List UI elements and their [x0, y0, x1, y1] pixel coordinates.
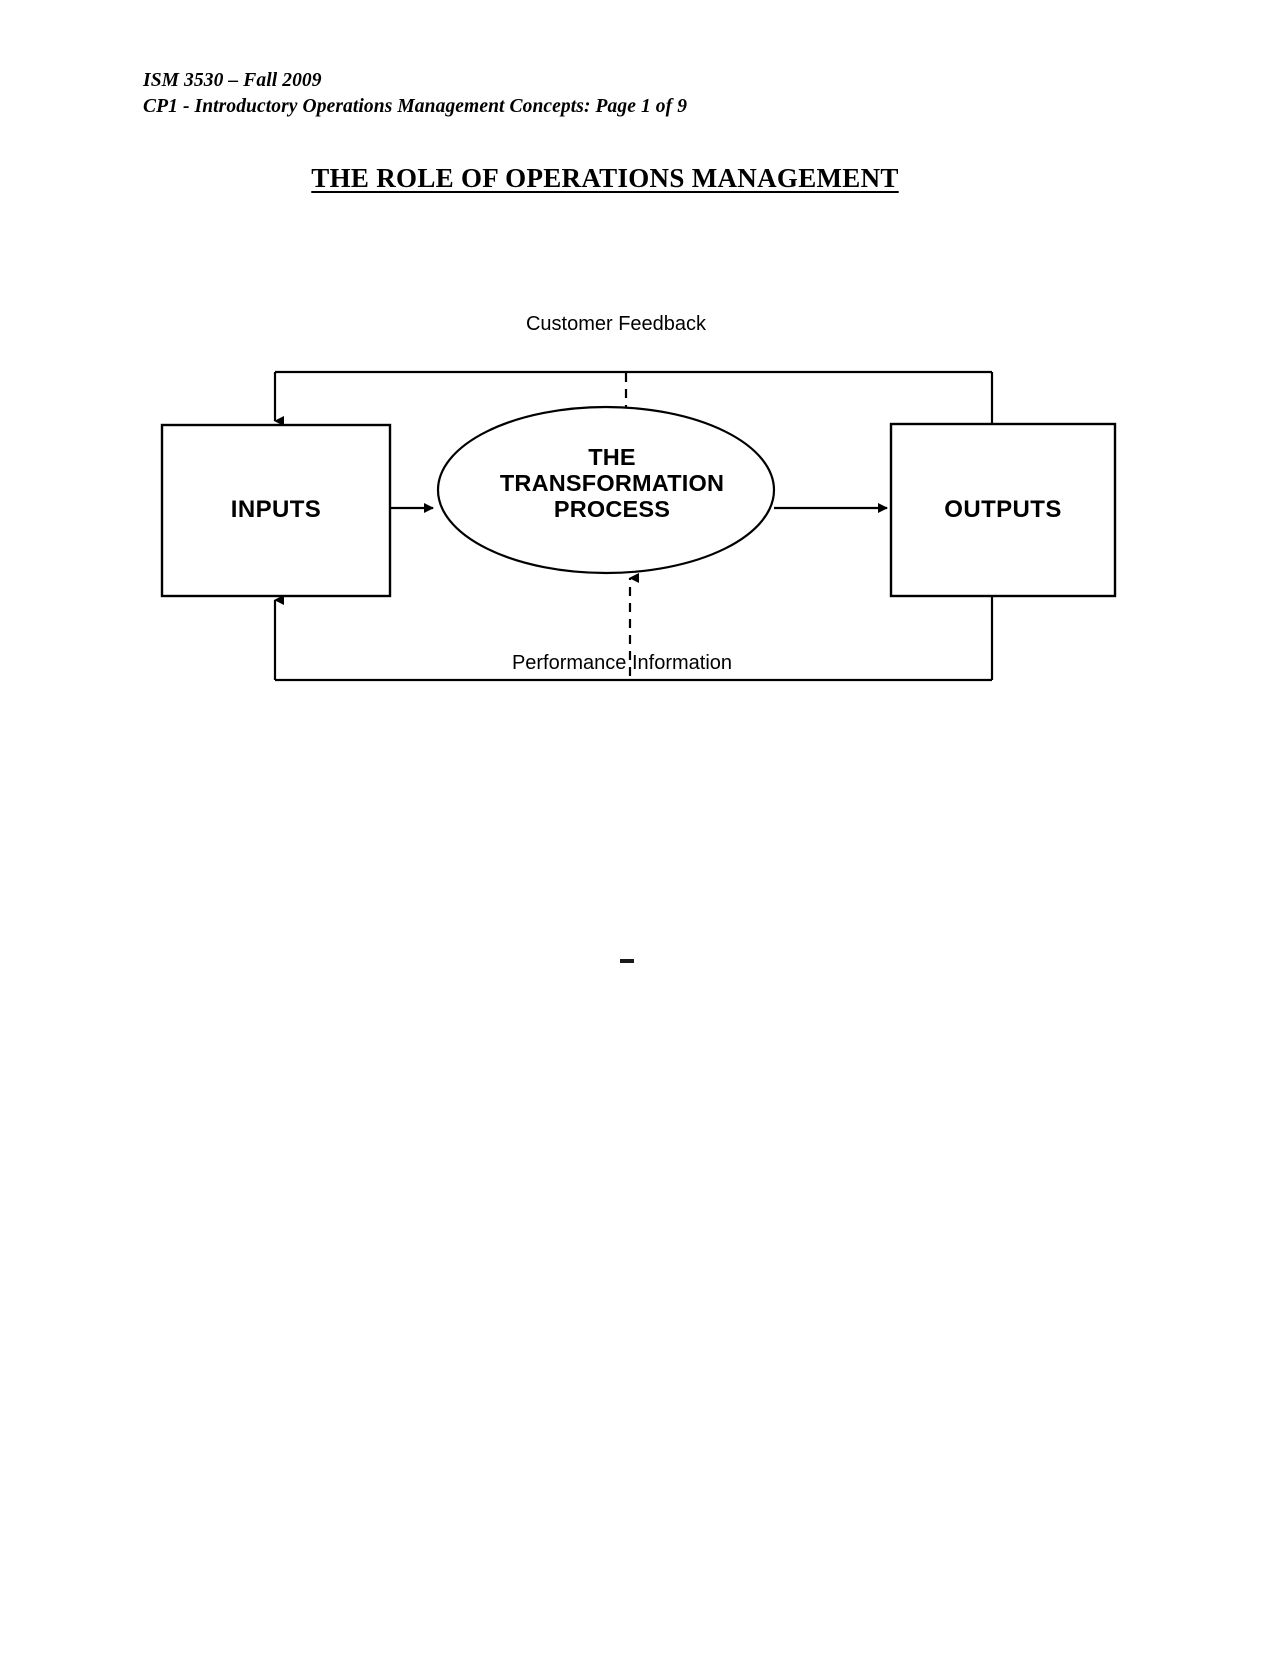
outputs-label: OUTPUTS: [944, 496, 1062, 523]
diagram-canvas: [160, 370, 1117, 682]
stray-dash-mark: [620, 959, 634, 963]
performance-information-loop: [273, 573, 994, 682]
document-header: ISM 3530 – Fall 2009 CP1 - Introductory …: [143, 68, 687, 120]
page-title: THE ROLE OF OPERATIONS MANAGEMENT: [311, 163, 899, 193]
transformation-label-line-2: TRANSFORMATION: [499, 470, 725, 496]
header-line-course: ISM 3530 – Fall 2009: [143, 70, 322, 91]
customer-feedback-caption: Customer Feedback: [525, 313, 707, 335]
operations-management-diagram: INPUTS THE TRANSFORMATION PROCESS OUTPUT…: [160, 313, 1117, 682]
transformation-label-line-3: PROCESS: [553, 496, 671, 522]
transformation-process-ellipse: [436, 405, 776, 575]
transformation-process-label: THE TRANSFORMATION PROCESS: [452, 444, 772, 522]
transformation-label-line-1: THE: [588, 444, 636, 470]
header-line-assignment: CP1 - Introductory Operations Management…: [143, 96, 688, 117]
customer-feedback-loop: [273, 370, 994, 426]
inputs-box: [160, 423, 392, 598]
inputs-label: INPUTS: [230, 496, 322, 523]
performance-information-caption: Performance Information: [511, 652, 733, 674]
outputs-box: [889, 422, 1117, 598]
